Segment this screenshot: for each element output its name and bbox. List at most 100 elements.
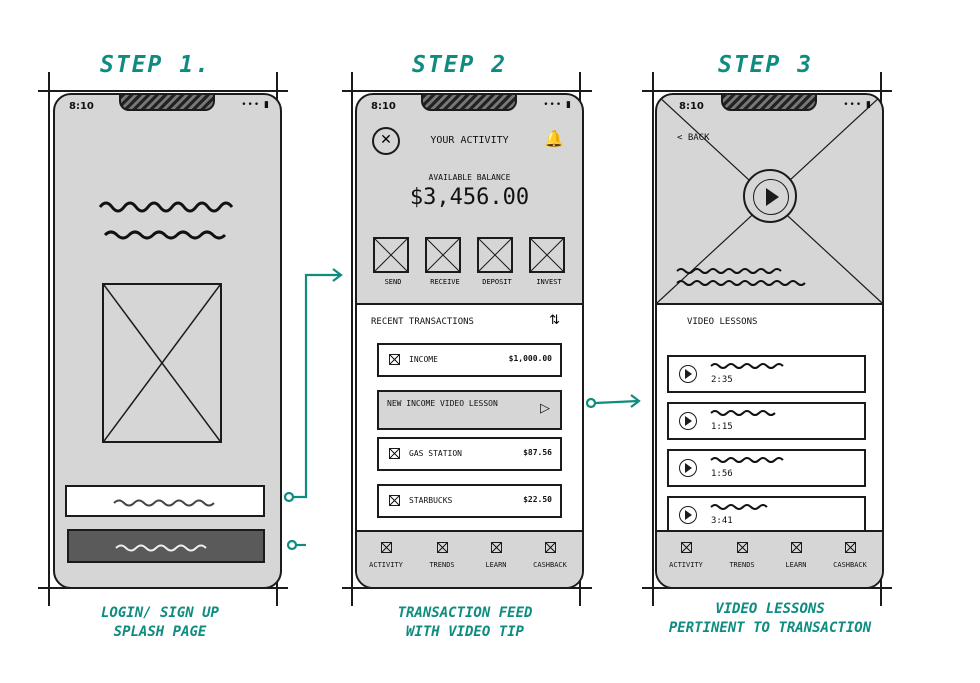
image-placeholder bbox=[102, 283, 222, 443]
transaction-amount: $22.50 bbox=[523, 495, 552, 504]
lesson-duration: 1:15 bbox=[711, 422, 733, 432]
trends-icon bbox=[736, 542, 748, 553]
nav-activity[interactable]: ACTIVITY bbox=[661, 542, 711, 569]
sign-up-button[interactable] bbox=[65, 485, 265, 517]
lessons-panel: VIDEO LESSONS 2:35 1:15 1:56 3:41 bbox=[657, 305, 882, 534]
lesson-duration: 2:35 bbox=[711, 375, 733, 385]
transaction-amount: $87.56 bbox=[523, 448, 552, 457]
step-2-heading: STEP 2 bbox=[412, 52, 508, 78]
trends-icon bbox=[436, 542, 448, 553]
action-receive[interactable]: RECEIVE bbox=[425, 237, 469, 286]
phone-video-lessons: 8:10 ••• ▮ < BACK VIDEO LESSONS 2:35 1:1… bbox=[655, 93, 884, 589]
nav-activity[interactable]: ACTIVITY bbox=[361, 542, 411, 569]
notch bbox=[721, 95, 817, 111]
lesson-row[interactable]: 3:41 bbox=[667, 496, 866, 534]
video-tip-row[interactable]: NEW INCOME VIDEO LESSON ▷ bbox=[377, 390, 562, 430]
notch bbox=[119, 95, 215, 111]
caption-line: TRANSACTION FEED bbox=[397, 605, 533, 621]
caption-step-2: TRANSACTION FEED WITH VIDEO TIP bbox=[370, 604, 560, 642]
activity-icon bbox=[380, 542, 392, 553]
nav-label: LEARN bbox=[785, 561, 807, 569]
bell-icon[interactable]: 🔔 bbox=[544, 129, 564, 148]
caption-step-1: LOGIN/ SIGN UP SPLASH PAGE bbox=[70, 604, 250, 642]
transaction-row[interactable]: GAS STATION $87.56 bbox=[377, 437, 562, 471]
caption-line: LOGIN/ SIGN UP bbox=[100, 605, 219, 621]
nav-label: CASHBACK bbox=[533, 561, 567, 569]
nav-label: TRENDS bbox=[729, 561, 755, 569]
lesson-row[interactable]: 1:15 bbox=[667, 402, 866, 440]
learn-icon bbox=[490, 542, 502, 553]
play-video-button[interactable] bbox=[743, 169, 797, 223]
bottom-nav: ACTIVITY TRENDS LEARN CASHBACK bbox=[357, 530, 582, 587]
activity-icon bbox=[680, 542, 692, 553]
cashback-icon bbox=[544, 542, 556, 553]
action-label: INVEST bbox=[536, 278, 562, 286]
back-button[interactable]: < BACK bbox=[677, 133, 710, 143]
flow-arrow-step1-to-step2 bbox=[283, 268, 343, 551]
nav-learn[interactable]: LEARN bbox=[471, 542, 521, 569]
transaction-row[interactable]: INCOME $1,000.00 bbox=[377, 343, 562, 377]
lesson-row[interactable]: 2:35 bbox=[667, 355, 866, 393]
caption-line: WITH VIDEO TIP bbox=[405, 624, 524, 640]
phone-splash: 8:10 ••• ▮ bbox=[53, 93, 282, 589]
transaction-label: GAS STATION bbox=[409, 449, 462, 458]
video-tip-label: NEW INCOME VIDEO LESSON bbox=[387, 399, 498, 408]
nav-cashback[interactable]: CASHBACK bbox=[525, 542, 575, 569]
nav-label: TRENDS bbox=[429, 561, 455, 569]
status-icons: ••• ▮ bbox=[843, 100, 872, 110]
status-time: 8:10 bbox=[371, 101, 396, 112]
nav-label: ACTIVITY bbox=[669, 561, 703, 569]
notch bbox=[421, 95, 517, 111]
action-label: SEND bbox=[384, 278, 402, 286]
phone-activity: 8:10 ••• ▮ ✕ YOUR ACTIVITY 🔔 AVAILABLE B… bbox=[355, 93, 584, 589]
bottom-nav: ACTIVITY TRENDS LEARN CASHBACK bbox=[657, 530, 882, 587]
step-1-heading: STEP 1. bbox=[100, 52, 211, 78]
play-icon bbox=[766, 188, 779, 206]
video-hero bbox=[657, 95, 882, 305]
status-time: 8:10 bbox=[679, 101, 704, 112]
guide-line bbox=[351, 72, 353, 606]
nav-label: LEARN bbox=[485, 561, 507, 569]
transaction-label: STARBUCKS bbox=[409, 496, 453, 505]
transaction-row[interactable]: STARBUCKS $22.50 bbox=[377, 484, 562, 518]
guide-line bbox=[642, 90, 892, 92]
balance-value: $3,456.00 bbox=[409, 185, 530, 210]
transaction-label: INCOME bbox=[409, 355, 438, 364]
nav-trends[interactable]: TRENDS bbox=[717, 542, 767, 569]
nav-trends[interactable]: TRENDS bbox=[417, 542, 467, 569]
nav-learn[interactable]: LEARN bbox=[771, 542, 821, 569]
transaction-icon bbox=[389, 354, 400, 365]
action-deposit[interactable]: DEPOSIT bbox=[477, 237, 521, 286]
page-title: YOUR ACTIVITY bbox=[430, 135, 509, 146]
flow-arrow-step2-to-step3 bbox=[585, 394, 641, 409]
video-lessons-title: VIDEO LESSONS bbox=[687, 317, 758, 327]
filter-icon[interactable]: ⇅ bbox=[549, 313, 560, 328]
status-time: 8:10 bbox=[69, 101, 94, 112]
nav-label: CASHBACK bbox=[833, 561, 867, 569]
nav-cashback[interactable]: CASHBACK bbox=[825, 542, 875, 569]
action-label: DEPOSIT bbox=[482, 278, 512, 286]
caption-line: VIDEO LESSONS bbox=[715, 601, 825, 617]
close-icon[interactable]: ✕ bbox=[372, 127, 400, 155]
play-icon bbox=[679, 412, 697, 430]
scribble-headline bbox=[98, 201, 234, 240]
play-icon bbox=[679, 459, 697, 477]
recent-transactions-title: RECENT TRANSACTIONS bbox=[371, 317, 474, 327]
status-icons: ••• ▮ bbox=[543, 100, 572, 110]
scribble-caption bbox=[676, 268, 806, 286]
action-send[interactable]: SEND bbox=[373, 237, 417, 286]
cashback-icon bbox=[844, 542, 856, 553]
step-3-heading: STEP 3 bbox=[718, 52, 814, 78]
play-icon bbox=[679, 506, 697, 524]
play-icon bbox=[679, 365, 697, 383]
action-invest[interactable]: INVEST bbox=[529, 237, 573, 286]
transaction-amount: $1,000.00 bbox=[508, 354, 552, 363]
guide-line bbox=[342, 90, 592, 92]
guide-line bbox=[652, 72, 654, 606]
balance-label: AVAILABLE BALANCE bbox=[428, 173, 511, 182]
lesson-row[interactable]: 1:56 bbox=[667, 449, 866, 487]
caption-line: SPLASH PAGE bbox=[113, 624, 207, 640]
transaction-icon bbox=[389, 448, 400, 459]
login-button[interactable] bbox=[67, 529, 265, 563]
caption-step-3: VIDEO LESSONS PERTINENT TO TRANSACTION bbox=[650, 600, 890, 638]
